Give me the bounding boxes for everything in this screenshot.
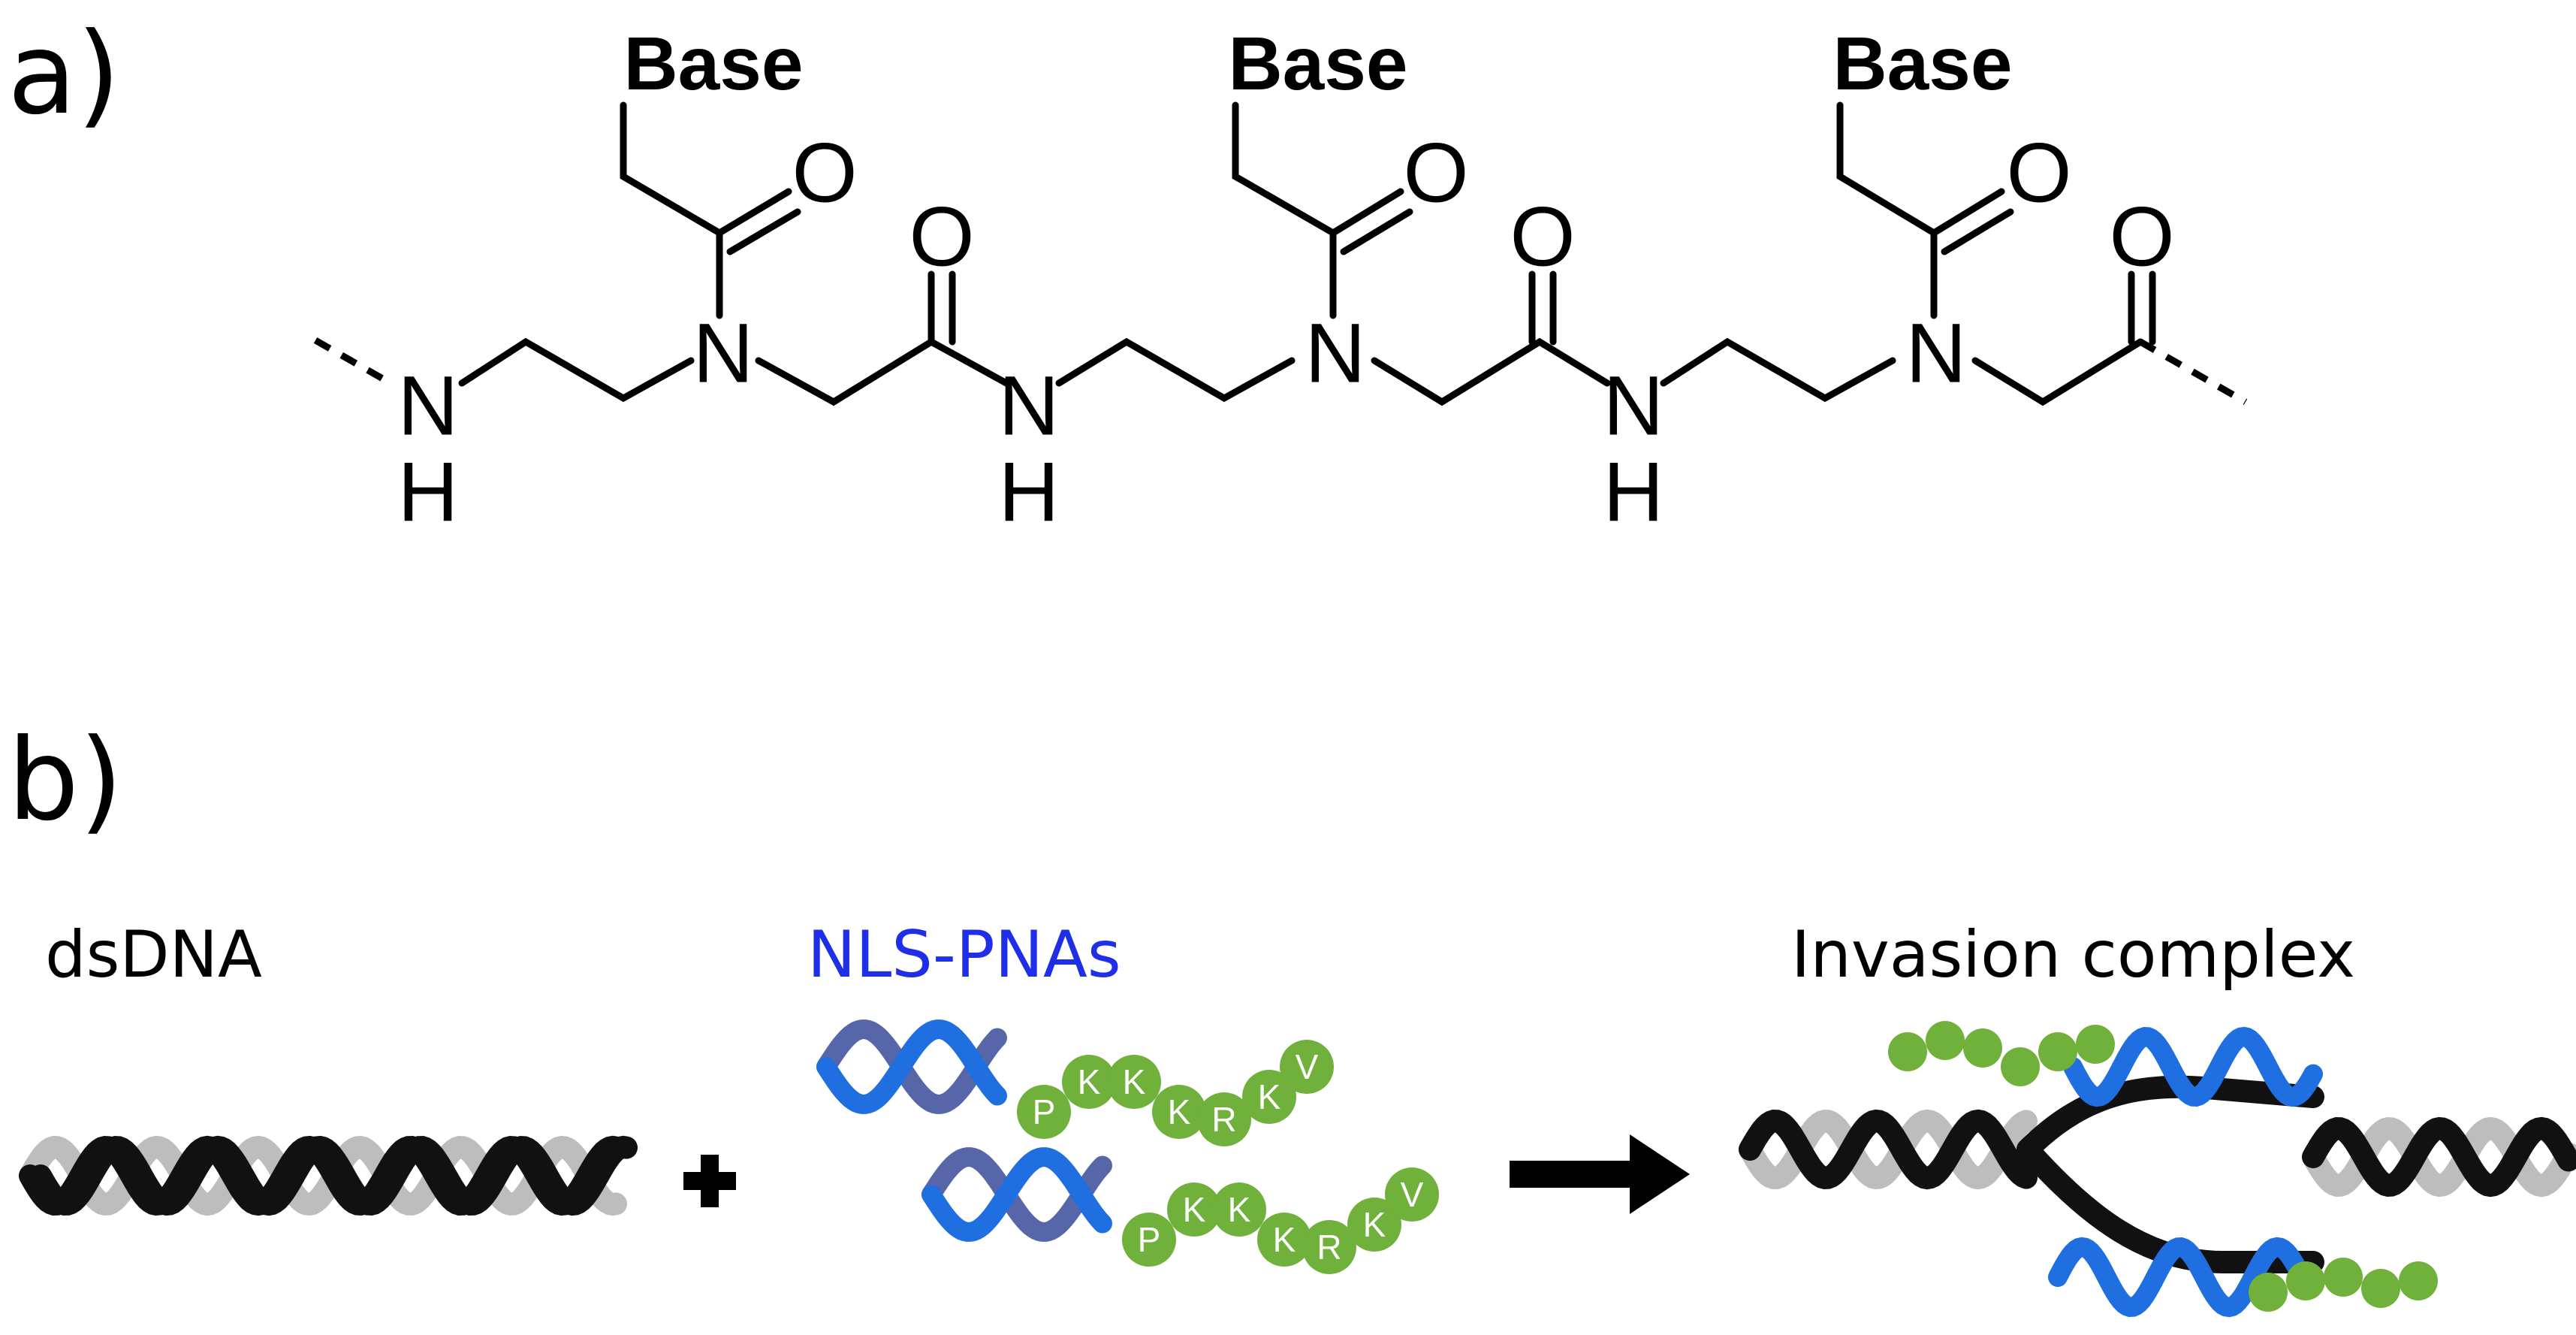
pna2-residue-2 <box>1212 1182 1266 1237</box>
complex-upper-pna <box>2063 1026 2323 1107</box>
pna1-residue-label-4: R <box>1211 1100 1236 1139</box>
pna1-backbone-shadow <box>816 1019 1007 1114</box>
complex-lower-bead-0 <box>2249 1273 2288 1312</box>
pna2-backbone-shadow <box>922 1147 1112 1242</box>
complex-lower-pna <box>2048 1237 2308 1318</box>
plus-icon <box>683 1155 736 1207</box>
complex-upper-bead-4 <box>2038 1032 2077 1071</box>
complex-left-front <box>1739 1109 2038 1190</box>
panel-b-label: b) <box>8 715 123 846</box>
complex-right-back <box>2302 1116 2576 1198</box>
pna1-residue-0 <box>1017 1085 1071 1139</box>
pna2-residue-0 <box>1122 1213 1176 1267</box>
amide-nitrogen-2: N <box>999 359 1060 453</box>
complex-upper-bead-3 <box>2001 1047 2040 1086</box>
base-label-1: Base <box>623 22 803 106</box>
pna1-residue-label-1: K <box>1078 1062 1101 1101</box>
pna2-residue-6 <box>1385 1167 1439 1222</box>
pna2-residue-label-3: K <box>1273 1220 1296 1259</box>
amide-nitrogen-3: N <box>1603 359 1664 453</box>
complex-upper-bead-1 <box>1926 1021 1965 1060</box>
pna2-residue-4 <box>1302 1220 1356 1274</box>
pna2-residue-label-1: K <box>1183 1190 1206 1229</box>
dsdna-helix <box>19 1135 638 1216</box>
complex-upper-bead-2 <box>1963 1028 2002 1068</box>
complex-right-front <box>2302 1116 2576 1198</box>
dsdna-front-strand-2 <box>29 1135 638 1216</box>
invasion-complex-label: Invasion complex <box>1791 917 2355 992</box>
pna2-residue-5 <box>1347 1198 1401 1252</box>
pna1-residue-2 <box>1107 1055 1161 1109</box>
nls-pnas-label: NLS-PNAs <box>807 917 1121 992</box>
complex-lower-bead-3 <box>2361 1269 2400 1308</box>
amide-hydrogen-3: H <box>1603 446 1664 539</box>
complex-upper-bead-0 <box>1888 1032 1927 1071</box>
carbonyl-oxygen-1: O <box>792 126 857 220</box>
terminal-oxygen: O <box>2109 190 2174 284</box>
reaction-arrow-icon <box>1510 1134 1690 1214</box>
carbonyl-oxygen-2: O <box>1403 126 1468 220</box>
carbonyl-oxygen-3: O <box>2006 126 2071 220</box>
pna2-residue-label-4: R <box>1317 1228 1341 1267</box>
pna2-residue-3 <box>1257 1213 1311 1267</box>
pna1-residue-label-5: K <box>1258 1077 1281 1116</box>
atom-labels: N H N O O N H N O O N H N O O <box>398 126 2175 539</box>
complex-upper-bead-5 <box>2076 1025 2115 1064</box>
pna1-residue-3 <box>1152 1085 1206 1139</box>
backbone-oxygen-1: O <box>909 190 974 284</box>
base-labels: Base Base Base <box>623 22 2012 106</box>
complex-lower-bead-4 <box>2399 1261 2438 1300</box>
pna-backbone-structure <box>313 101 2248 406</box>
invasion-complex <box>1739 1021 2576 1318</box>
amide-hydrogen-2: H <box>999 446 1060 539</box>
pna1-strand <box>816 1019 1007 1114</box>
pna1-residue-4 <box>1197 1092 1251 1146</box>
pna2-residue-label-0: P <box>1138 1220 1161 1259</box>
base-label-3: Base <box>1832 22 2012 106</box>
complex-lower-bead-1 <box>2286 1261 2325 1300</box>
dsdna-label: dsDNA <box>45 917 262 992</box>
pna2-residue-label-2: K <box>1228 1190 1251 1229</box>
pna1-residue-label-3: K <box>1168 1092 1191 1131</box>
pna2-strand <box>922 1147 1112 1242</box>
pna1-residue-6 <box>1280 1040 1334 1094</box>
tertiary-nitrogen-3: N <box>1906 307 1967 400</box>
backbone-oxygen-2: O <box>1510 190 1575 284</box>
pna1-residue-label-6: V <box>1296 1047 1319 1086</box>
base-label-2: Base <box>1228 22 1407 106</box>
pna2-residue-label-5: K <box>1363 1205 1386 1244</box>
pna1-residue-5 <box>1242 1070 1296 1124</box>
pna2-residue-1 <box>1167 1182 1221 1237</box>
amide-nitrogen-1: N <box>398 359 459 453</box>
pna2-residue-label-6: V <box>1401 1175 1424 1214</box>
tertiary-nitrogen-1: N <box>693 307 754 400</box>
amide-hydrogen-1: H <box>398 446 459 539</box>
panel-a-label: a) <box>8 9 120 140</box>
pna1-residue-1 <box>1062 1055 1116 1109</box>
pna1-residue-label-0: P <box>1033 1092 1056 1131</box>
pna1-residue-label-2: K <box>1123 1062 1146 1101</box>
tertiary-nitrogen-2: N <box>1305 307 1366 400</box>
complex-lower-bead-2 <box>2324 1258 2363 1297</box>
complex-upper-arm <box>2016 1075 2324 1161</box>
